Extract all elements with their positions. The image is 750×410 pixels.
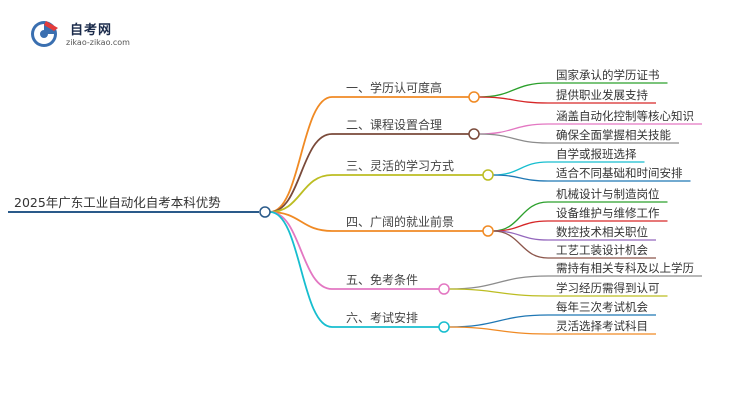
child-connector (478, 96, 549, 104)
child-label: 涵盖自动化控制等核心知识 (556, 109, 694, 123)
branch-connector (269, 133, 333, 213)
logo-url: zikao-zikao.com (66, 38, 130, 47)
child-connector (478, 133, 549, 144)
branch-node[interactable] (438, 321, 450, 333)
child-label: 国家承认的学历证书 (556, 68, 660, 82)
branch-node[interactable] (468, 91, 480, 103)
logo-icon (31, 21, 58, 47)
child-label: 适合不同基础和时间安排 (556, 166, 683, 180)
branch-node[interactable] (482, 225, 494, 237)
branch-connector (269, 211, 333, 328)
branch-node[interactable] (468, 128, 480, 140)
mind-map-edges (8, 82, 702, 335)
branch-label: 三、灵活的学习方式 (346, 158, 454, 173)
child-connector (492, 161, 549, 176)
child-label: 设备维护与维修工作 (556, 206, 660, 220)
child-connector (448, 275, 549, 290)
branch-label: 四、广阔的就业前景 (346, 214, 454, 229)
child-label: 数控技术相关职位 (556, 225, 648, 239)
child-connector (492, 174, 549, 182)
branch-connector (269, 211, 333, 290)
branch-label: 六、考试安排 (346, 310, 418, 325)
child-label: 灵活选择考试科目 (556, 319, 648, 333)
branch-node[interactable] (438, 283, 450, 295)
child-connector (492, 230, 549, 259)
child-label: 自学或报班选择 (556, 147, 637, 161)
child-connector (478, 123, 549, 135)
branch-label: 一、学历认可度高 (346, 80, 442, 95)
branch-connector (269, 211, 333, 232)
child-label: 提供职业发展支持 (556, 88, 648, 102)
branch-label: 二、课程设置合理 (346, 117, 442, 132)
logo-title: 自考网 (70, 23, 113, 38)
child-label: 每年三次考试机会 (556, 300, 648, 314)
child-label: 确保全面掌握相关技能 (556, 128, 671, 142)
branch-node[interactable] (482, 169, 494, 181)
child-connector (448, 326, 549, 335)
child-label: 需持有相关专科及以上学历 (556, 261, 694, 275)
logo: 自考网 zikao-zikao.com (28, 16, 188, 56)
child-label: 机械设计与制造岗位 (556, 187, 660, 201)
root-node[interactable] (259, 206, 271, 218)
mind-map-nodes: 2025年广东工业自动化自考本科优势 一、学历认可度高 国家承认的学历证书提供职业发… (14, 68, 694, 333)
child-connector (478, 82, 549, 98)
child-connector (448, 314, 549, 328)
branch-connector (269, 96, 333, 213)
child-label: 学习经历需得到认可 (556, 281, 660, 295)
child-label: 工艺工装设计机会 (556, 243, 648, 257)
child-connector (448, 288, 549, 297)
branch-connector (269, 174, 333, 213)
root-label: 2025年广东工业自动化自考本科优势 (14, 195, 221, 210)
branch-label: 五、免考条件 (346, 272, 418, 287)
